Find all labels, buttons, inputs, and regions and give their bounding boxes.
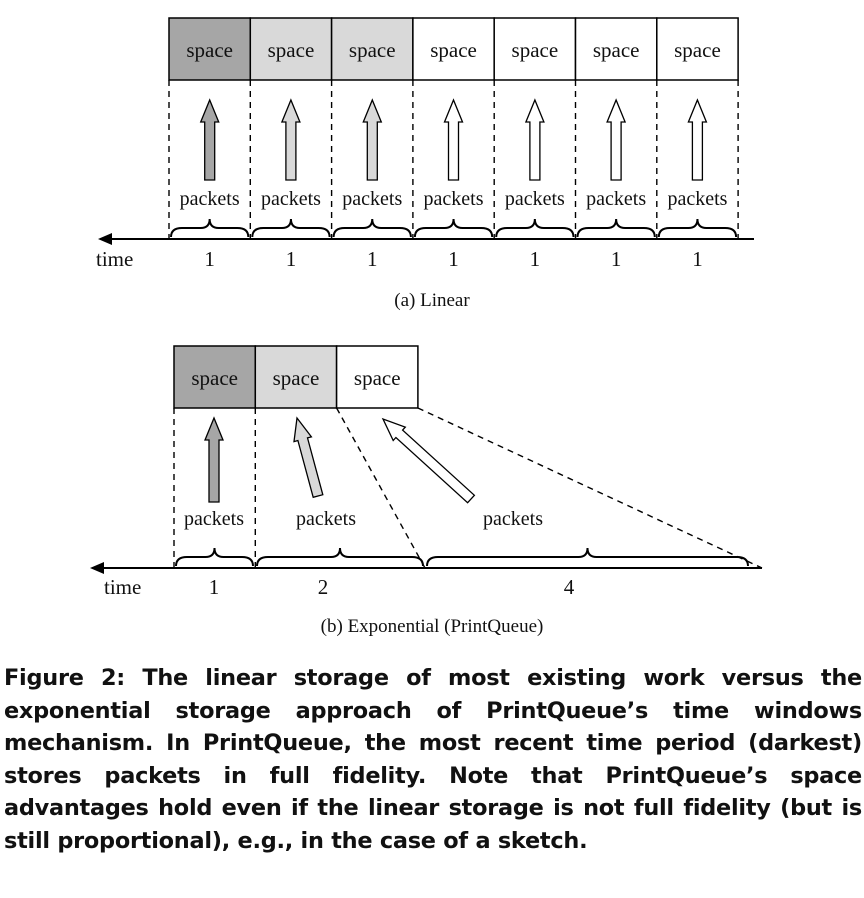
packets-brace	[413, 218, 494, 238]
space-cell	[168, 17, 252, 81]
space-cell-label: space	[593, 38, 640, 62]
packets-brace	[251, 218, 331, 238]
packets-label: packets	[184, 508, 244, 530]
duration-label: 1	[204, 247, 215, 271]
time-label: time	[104, 575, 141, 599]
space-cell-label: space	[354, 366, 401, 390]
space-cell	[173, 345, 257, 409]
space-cell	[656, 17, 739, 81]
packets-label: packets	[261, 188, 321, 210]
duration-label: 1	[611, 247, 622, 271]
packet-arrow	[362, 98, 383, 181]
packets-brace	[175, 547, 254, 567]
window-boundary-dashed-line	[335, 407, 426, 569]
space-cell	[335, 345, 419, 409]
exponential-storage-diagram: space space space packets packets packets ti…	[90, 345, 763, 637]
packet-arrow	[280, 98, 301, 181]
duration-label: 1	[209, 575, 220, 599]
space-cell-label: space	[349, 38, 396, 62]
packets-brace	[576, 218, 656, 238]
space-cell	[574, 17, 658, 81]
packet-arrow	[524, 98, 545, 181]
packets-brace	[426, 547, 749, 567]
space-cell	[493, 17, 577, 81]
space-cell-label: space	[186, 38, 233, 62]
duration-label: 1	[692, 247, 703, 271]
packets-label: packets	[667, 188, 727, 210]
space-cell-label: space	[191, 366, 238, 390]
space-cell-label: space	[674, 38, 721, 62]
packets-label: packets	[505, 188, 565, 210]
packets-label: packets	[180, 188, 240, 210]
duration-label: 1	[286, 247, 297, 271]
packet-arrow	[687, 98, 708, 181]
packets-brace	[256, 547, 424, 567]
packet-arrow	[293, 416, 324, 499]
packet-arrow	[606, 98, 627, 181]
packet-arrow	[204, 416, 224, 503]
packets-brace	[170, 218, 250, 238]
duration-label: 1	[448, 247, 459, 271]
figure-caption: Figure 2: The linear storage of most exi…	[4, 665, 862, 854]
packets-label: packets	[424, 188, 484, 210]
packet-arrow	[443, 98, 464, 181]
subcaption-exponential: (b) Exponential (PrintQueue)	[321, 616, 544, 637]
space-cell-label: space	[268, 38, 315, 62]
time-axis-arrowhead	[90, 562, 104, 574]
duration-label: 2	[318, 575, 329, 599]
linear-storage-diagram: space space space space space space space pack…	[96, 17, 754, 311]
packets-label: packets	[296, 508, 356, 530]
duration-label: 1	[367, 247, 378, 271]
duration-label: 1	[530, 247, 541, 271]
packets-brace	[332, 218, 412, 238]
space-cell-label: space	[512, 38, 559, 62]
space-cell	[249, 17, 333, 81]
space-cell-label: space	[430, 38, 477, 62]
space-cell-label: space	[273, 366, 320, 390]
packet-arrow	[381, 417, 476, 504]
space-cell	[254, 345, 338, 409]
packet-arrow	[199, 98, 220, 181]
subcaption-linear: (a) Linear	[394, 290, 470, 311]
packets-label: packets	[342, 188, 402, 210]
packets-label: packets	[483, 508, 543, 530]
time-axis-arrowhead	[98, 233, 112, 245]
packets-label: packets	[586, 188, 646, 210]
packets-brace	[495, 218, 575, 238]
space-cell	[330, 17, 414, 81]
packets-brace	[657, 218, 738, 238]
window-boundary-dashed-line	[417, 407, 763, 569]
time-label: time	[96, 247, 133, 271]
duration-label: 4	[564, 575, 575, 599]
